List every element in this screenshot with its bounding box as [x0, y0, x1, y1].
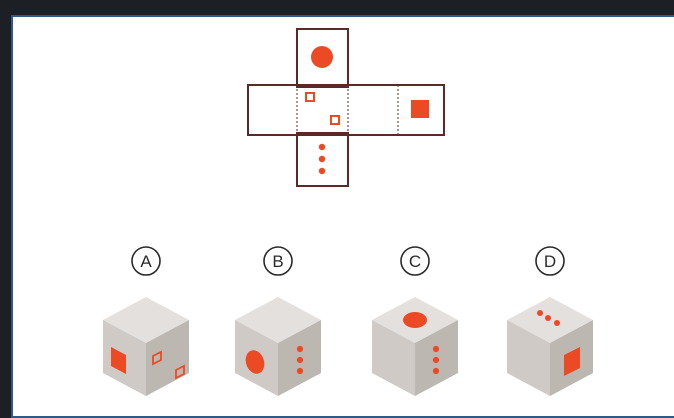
cube-b-dot-1 — [296, 345, 304, 353]
option-a-text: A — [140, 252, 152, 271]
net-hollow-square-1 — [305, 92, 315, 102]
cube-d-filled-square — [564, 347, 580, 376]
net-dot-1 — [318, 143, 326, 151]
cube-b[interactable] — [235, 297, 321, 396]
cube-a-filled-square — [111, 347, 126, 374]
option-c-text: C — [409, 252, 421, 271]
cube-b-circle — [245, 350, 265, 374]
cube-d[interactable] — [507, 297, 593, 396]
net-fold-lines — [296, 84, 399, 136]
net-face-bottom — [296, 132, 349, 187]
cube-d-dot-2 — [545, 315, 551, 321]
option-d-text: D — [544, 252, 556, 271]
cube-c-circle — [403, 312, 427, 328]
cube-a-hollow-square-2 — [175, 364, 185, 380]
cube-c-dot-3 — [432, 367, 440, 375]
cube-c-dot-2 — [432, 356, 440, 364]
option-d-label[interactable]: D — [535, 246, 565, 276]
puzzle-panel: A B C D — [11, 15, 674, 418]
cube-c[interactable] — [372, 297, 458, 396]
option-b-text: B — [272, 252, 283, 271]
option-b-badge — [263, 246, 293, 276]
puzzle-canvas: A B C D — [103, 28, 593, 396]
net-hollow-square-2 — [330, 115, 340, 125]
cube-d-dot-1 — [537, 310, 543, 316]
cube-a[interactable] — [103, 297, 189, 396]
net-face-top — [296, 28, 349, 88]
option-a-label[interactable]: A — [131, 246, 161, 276]
net-dot-2 — [318, 155, 326, 163]
cube-d-dot-3 — [554, 320, 560, 326]
net-filled-square — [411, 100, 429, 118]
net-circle-mark — [311, 46, 333, 68]
option-b-label[interactable]: B — [263, 246, 293, 276]
net-dot-3 — [318, 167, 326, 175]
cube-c-dot-1 — [432, 345, 440, 353]
option-d-badge — [535, 246, 565, 276]
option-a-badge — [131, 246, 161, 276]
cube-b-dot-2 — [296, 356, 304, 364]
cube-b-dot-3 — [296, 367, 304, 375]
cube-a-hollow-square-1 — [152, 350, 162, 366]
option-c-label[interactable]: C — [400, 246, 430, 276]
option-c-badge — [400, 246, 430, 276]
